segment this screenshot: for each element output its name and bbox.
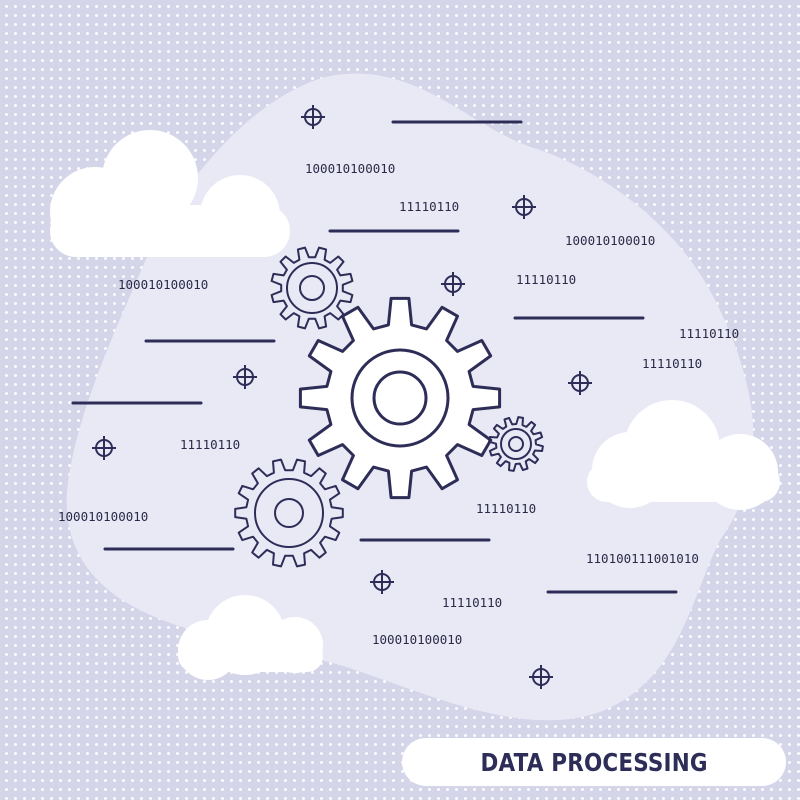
- binary-label: 100010100010: [305, 161, 396, 176]
- crosshair-icon: [441, 272, 465, 296]
- crosshair-icon: [370, 570, 394, 594]
- crosshair-icon: [512, 195, 536, 219]
- binary-label: 11110110: [180, 437, 241, 452]
- crosshair-icon: [233, 365, 257, 389]
- page-title: DATA PROCESSING: [480, 747, 708, 777]
- crosshair-icon: [529, 665, 553, 689]
- crosshair-icon: [568, 371, 592, 395]
- binary-label: 11110110: [642, 356, 703, 371]
- crosshair-icon: [92, 436, 116, 460]
- binary-label: 11110110: [399, 199, 460, 214]
- gear-icon: [298, 296, 502, 500]
- dash-lines: [71, 120, 678, 594]
- binary-label: 100010100010: [372, 632, 463, 647]
- title-banner: DATA PROCESSING: [402, 738, 786, 786]
- cloud-icon: [178, 595, 323, 680]
- binary-label: 11110110: [476, 501, 537, 516]
- binary-label: 11110110: [679, 326, 740, 341]
- crosshair-icon: [301, 105, 325, 129]
- cloud-icon: [587, 400, 780, 510]
- cloud-icon: [50, 130, 290, 257]
- binary-label: 11110110: [442, 595, 503, 610]
- binary-label: 11110110: [516, 272, 577, 287]
- gear-icon: [234, 458, 344, 568]
- gear-icon: [488, 416, 544, 472]
- crosshair-markers: [92, 105, 592, 689]
- binary-label: 100010100010: [118, 277, 209, 292]
- binary-label: 110100111001010: [586, 551, 699, 566]
- binary-label: 100010100010: [58, 509, 149, 524]
- binary-label: 100010100010: [565, 233, 656, 248]
- gear-icon: [270, 246, 354, 330]
